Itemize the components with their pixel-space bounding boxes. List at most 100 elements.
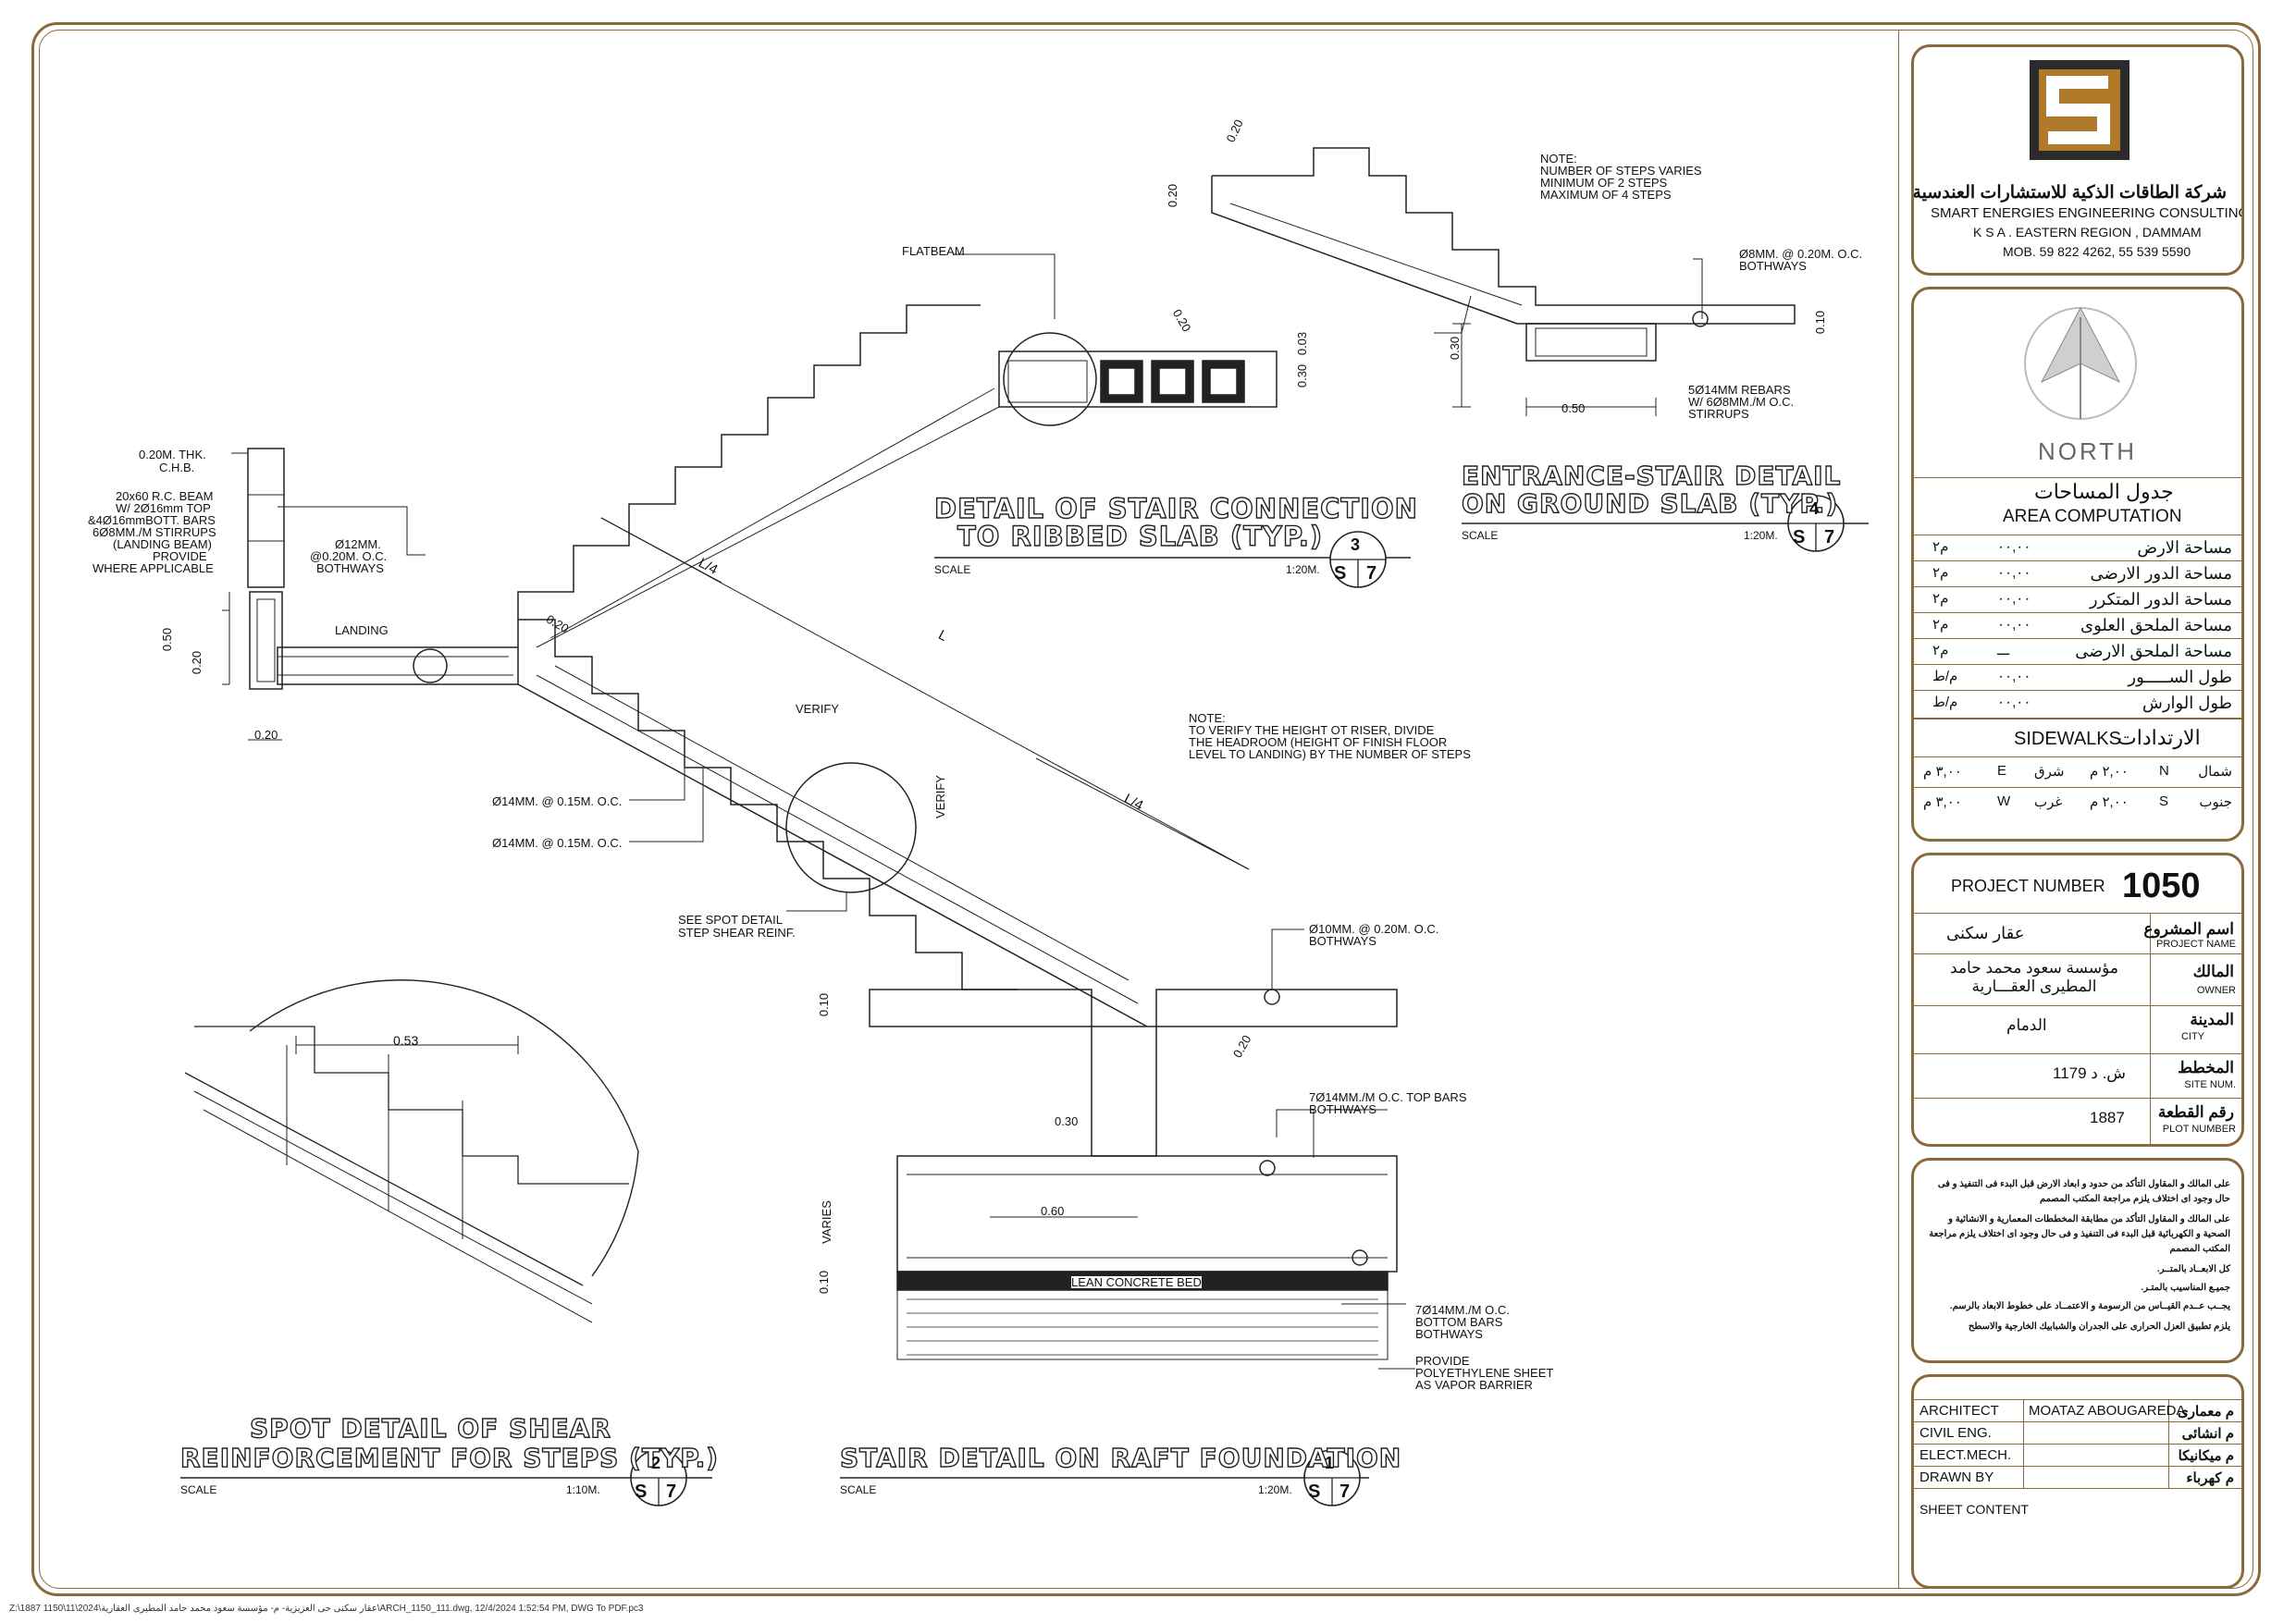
sidewalks-en: SIDEWALKS	[2014, 729, 2121, 749]
area-row: مساحة الارض ٠٠,٠٠ م٢	[1914, 538, 2241, 562]
d4-note: MAXIMUM OF 4 STEPS	[1540, 188, 1672, 202]
project-row-ar: المدينة	[2190, 1011, 2234, 1028]
project-row-value: ش. د 1179	[2053, 1064, 2127, 1082]
label-bar14b: Ø14MM. @ 0.15M. O.C.	[492, 836, 623, 850]
sw-value: ٢,٠٠ م	[2090, 794, 2129, 810]
sw-letter: N	[2159, 763, 2169, 779]
d4-bar8: Ø8MM. @ 0.20M. O.C.	[1739, 247, 1863, 261]
d4-note: MINIMUM OF 2 STEPS	[1540, 176, 1668, 190]
sw-letter: S	[2159, 793, 2169, 809]
detail4-scale-label: SCALE	[1462, 529, 1499, 542]
d4-bar8: BOTHWAYS	[1739, 259, 1807, 273]
area-row-value: ٠٠,٠٠	[1997, 565, 2031, 581]
d4-note: NUMBER OF STEPS VARIES	[1540, 164, 1702, 178]
detail3-title-line2: TO RIBBED SLAB (TYP.)	[957, 521, 1324, 552]
detail4-scale: 1:20M.	[1744, 529, 1778, 542]
project-row-value: الدمام	[2006, 1016, 2047, 1034]
detail2-sheet-prefix: S	[635, 1482, 648, 1502]
label-thk: 0.20M. THK.	[139, 448, 206, 461]
staff-name: MOATAZ ABOUGAREDA	[2029, 1403, 2186, 1419]
project-row-en: CITY	[2180, 1031, 2204, 1042]
sw-letter: W	[1997, 793, 2011, 809]
sw-value: ٢,٠٠ م	[2090, 764, 2129, 780]
label-beam: &4Ø16mmBOTT. BARS	[88, 513, 216, 527]
area-row: مساحة الدور الارضى ٠٠,٠٠ م٢	[1914, 564, 2241, 588]
label-note: TO VERIFY THE HEIGHT OT RISER, DIVIDE	[1189, 723, 1435, 737]
area-row-value: ٠٠,٠٠	[1997, 669, 2031, 684]
sidewalk-row: جنوب S ٢,٠٠ م غرب W ٣,٠٠ م	[1914, 793, 2241, 818]
detail2-title-line2: REINFORCEMENT FOR STEPS (TYP.)	[179, 1443, 720, 1473]
detail3-number: 3	[1351, 535, 1361, 554]
label-bar14a: Ø14MM. @ 0.15M. O.C.	[492, 794, 623, 808]
project-row-ar: المالك	[2192, 963, 2234, 980]
label-verify: VERIFY	[796, 702, 839, 716]
staff-role-ar: م معمارى	[2178, 1404, 2234, 1420]
note-item: كل الابعــاد بالمتــر.	[2156, 1264, 2230, 1274]
detail3-title-line1: DETAIL OF STAIR CONNECTION	[933, 493, 1418, 524]
area-row: مساحة الملحق العلوى ٠٠,٠٠ م٢	[1914, 616, 2241, 640]
detail2-scale-label: SCALE	[180, 1483, 217, 1496]
company-address: K S A . EASTERN REGION , DAMMAM	[1973, 225, 2202, 240]
label-beam: 6Ø8MM./M STIRRUPS	[93, 525, 216, 539]
project-row: مؤسسة سعود محمد حامد المطيرى العقـــارية…	[1914, 959, 2241, 1003]
label-chb: C.H.B.	[159, 461, 195, 474]
label-beam: 20x60 R.C. BEAM	[116, 489, 214, 503]
inner-frame	[39, 30, 2253, 1589]
project-row-value: 1887	[2090, 1109, 2125, 1126]
project-row: 1887 رقم القطعة PLOT NUMBER	[1914, 1103, 2241, 1140]
note-item: يجــب عــدم القيــاس من الرسومة و الاعتم…	[1949, 1301, 2230, 1311]
label-beam: W/ 2Ø16mm TOP	[116, 501, 211, 515]
north-arrow-icon	[2024, 306, 2137, 420]
detail2-dim: 0.53	[393, 1033, 419, 1048]
label-note: LEVEL TO LANDING) BY THE NUMBER OF STEPS	[1189, 747, 1471, 761]
d1-lean: LEAN CONCRETE BED	[1071, 1275, 1202, 1289]
d4-dim: 0.30	[1448, 336, 1463, 361]
detail4-sheet-num: 7	[1824, 527, 1835, 547]
company-panel: شركة الطاقات الذكية للاستشارات العندسية …	[1911, 44, 2244, 276]
label-bar12: @0.20M. O.C.	[310, 549, 388, 563]
area-row-label: مساحة الارض	[2137, 538, 2232, 557]
detail2-sheet-num: 7	[666, 1482, 677, 1502]
area-row-unit: م٢	[1932, 539, 1949, 555]
project-row-en: PROJECT NAME	[2156, 939, 2236, 950]
d4-rebars: STIRRUPS	[1688, 407, 1749, 421]
detail1-title: STAIR DETAIL ON RAFT FOUNDATION	[839, 1443, 1402, 1473]
detail1-sheet-prefix: S	[1308, 1482, 1321, 1502]
project-row: الدمام المدينة CITY	[1914, 1011, 2241, 1048]
staff-role-ar: م ميكانيكا	[2178, 1448, 2234, 1464]
sw-label: شمال	[2198, 764, 2232, 780]
area-panel: NORTH جدول المساحات AREA COMPUTATION مسا…	[1911, 287, 2244, 842]
staff-row: CIVIL ENG. م انشائى	[1914, 1425, 2241, 1444]
note-item: على المالك و المقاول التأكد من حدود و اب…	[1937, 1179, 2230, 1204]
project-row-value: عقار سكنى	[1946, 924, 2025, 942]
area-title-en: AREA COMPUTATION	[2003, 507, 2182, 526]
area-row-label: مساحة الدور الارضى	[2090, 564, 2232, 583]
project-row-en: PLOT NUMBER	[2162, 1124, 2236, 1135]
detail2-scale: 1:10M.	[566, 1483, 600, 1496]
d1-bot: BOTTOM BARS	[1415, 1315, 1503, 1329]
area-row-label: طول الوارش	[2142, 694, 2232, 712]
company-name-ar: شركة الطاقات الذكية للاستشارات العندسية	[1912, 183, 2227, 203]
detail3-sheet-num: 7	[1366, 563, 1377, 584]
company-mobile: MOB. 59 822 4262, 55 539 5590	[2003, 244, 2191, 259]
project-row-ar: رقم القطعة	[2157, 1103, 2234, 1121]
d1-bot: BOTHWAYS	[1415, 1327, 1483, 1341]
label-dim: 0.50	[160, 627, 175, 652]
note-item: على المالك و المقاول التأكد من مطابقة ال…	[1929, 1214, 2230, 1254]
company-logo-icon	[2030, 60, 2129, 160]
d1-poly: POLYETHYLENE SHEET	[1415, 1366, 1554, 1380]
detail1-sheet-num: 7	[1339, 1482, 1351, 1502]
label-landing: LANDING	[335, 623, 389, 637]
area-row: طول الوارش ٠٠,٠٠ م/ط	[1914, 694, 2241, 718]
label-dim: 0.20	[190, 650, 204, 675]
d1-bot: 7Ø14MM./M O.C.	[1415, 1303, 1510, 1317]
north-label: NORTH	[2038, 437, 2137, 465]
label-spot: STEP SHEAR REINF.	[678, 926, 796, 940]
d4-rebars: W/ 6Ø8MM./M O.C.	[1688, 395, 1795, 409]
staff-role-ar: م كهرباء	[2186, 1470, 2234, 1486]
area-title-ar: جدول المساحات	[2034, 480, 2174, 503]
label-dim: 0.20	[254, 728, 278, 742]
detail1-scale: 1:20M.	[1258, 1483, 1292, 1496]
area-row: مساحة الملحق الارضى ـــ م٢	[1914, 642, 2241, 666]
staff-role-ar: م انشائى	[2181, 1426, 2234, 1442]
